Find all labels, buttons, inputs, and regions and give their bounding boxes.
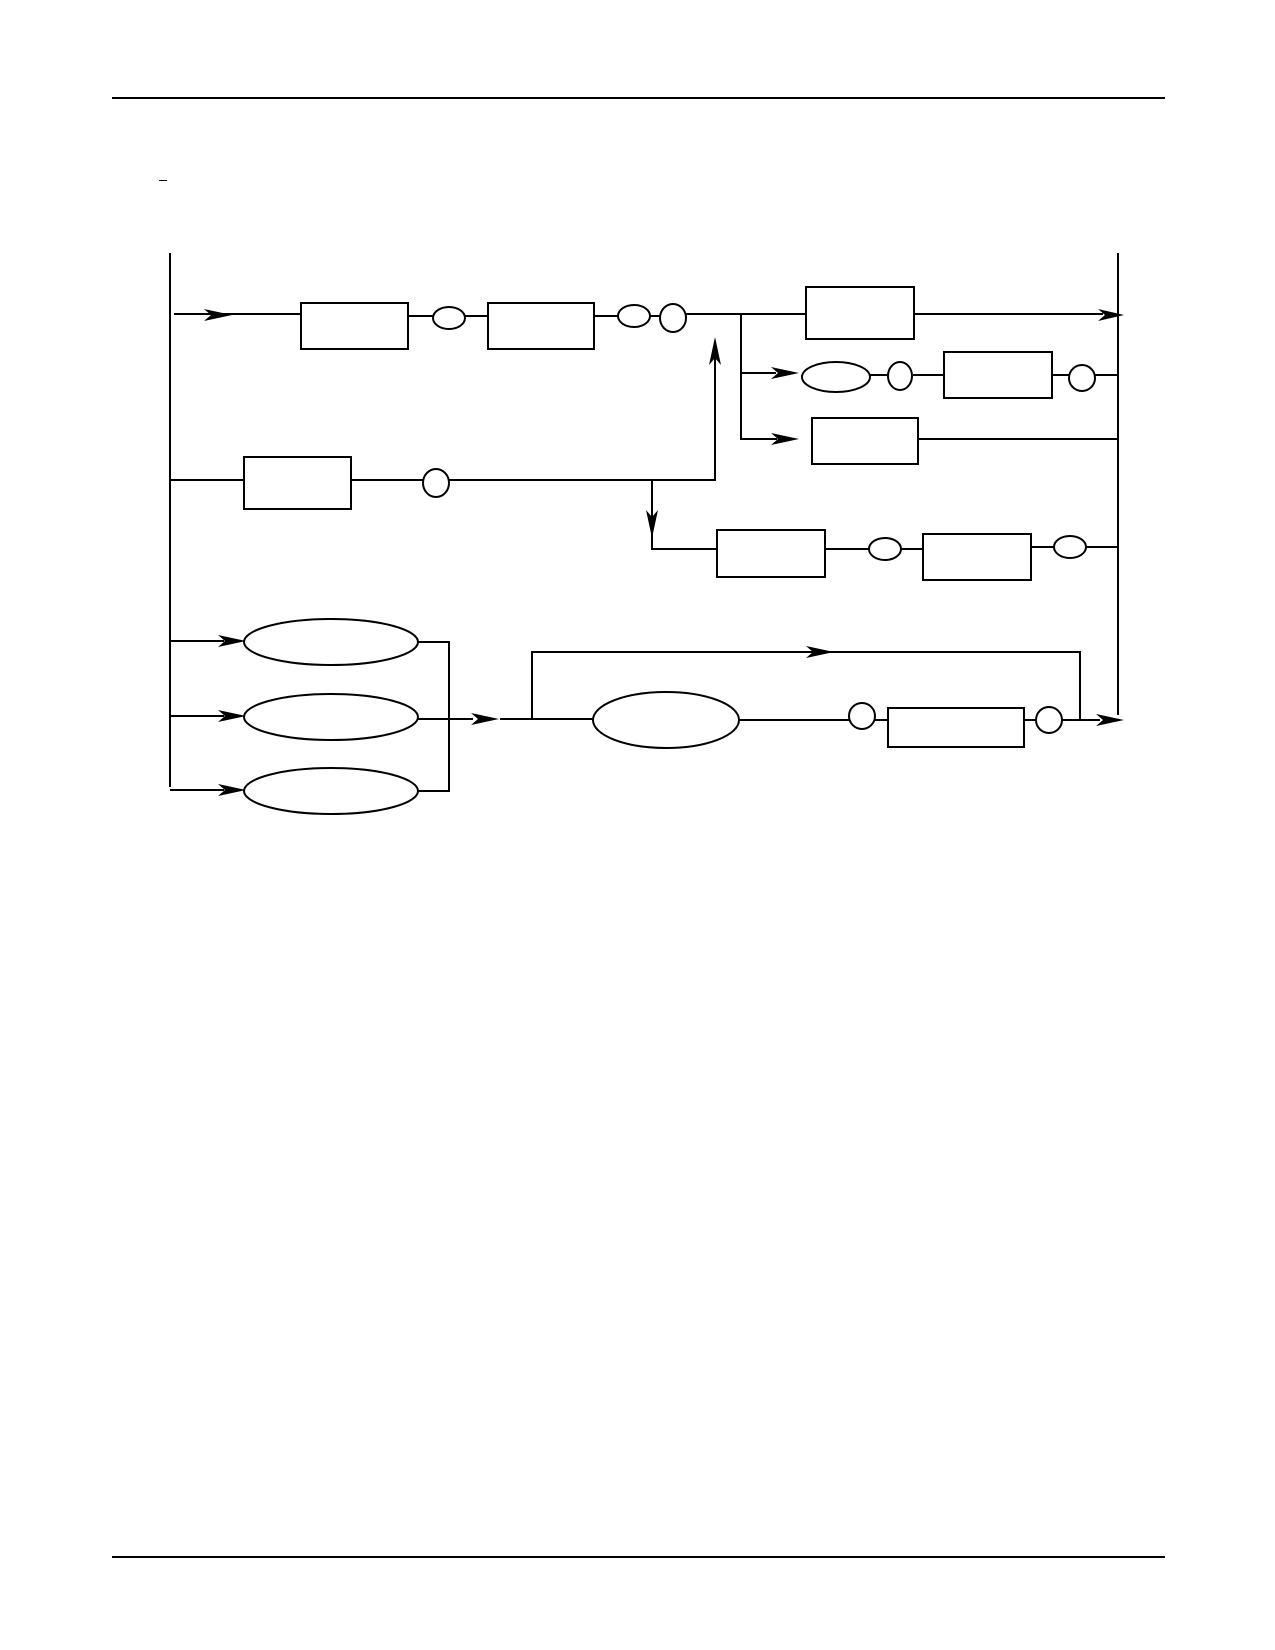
header-rule <box>112 97 1165 99</box>
input-ellipse <box>243 767 419 815</box>
connector-lines <box>169 253 1119 792</box>
process-boxes <box>243 286 1053 748</box>
caption-dash-mark <box>159 180 167 181</box>
arrowhead-right <box>806 646 834 658</box>
small-circle-node <box>848 702 876 730</box>
arrowhead-down <box>646 510 658 538</box>
arrowhead-right <box>218 710 246 722</box>
footer-rule <box>112 1556 1165 1558</box>
arrowhead-right <box>218 635 246 647</box>
small-circle-node <box>659 303 687 333</box>
process-box <box>300 302 409 350</box>
small-circle-node <box>1068 364 1096 392</box>
merge-line <box>418 641 450 792</box>
process-box <box>811 417 919 465</box>
arrowhead-right <box>471 713 499 725</box>
arrowhead-right <box>771 433 799 445</box>
process-box <box>887 707 1025 748</box>
small-oval-node <box>868 537 902 561</box>
process-box <box>243 456 352 510</box>
arrowhead-up <box>709 337 721 365</box>
oval-node <box>801 361 871 393</box>
decision-nodes <box>243 303 1096 815</box>
small-oval-node <box>432 306 466 330</box>
arrowhead-right <box>1098 309 1124 321</box>
feedback-line <box>449 352 716 481</box>
arrowhead-right <box>218 784 246 796</box>
process-box <box>805 286 915 340</box>
arrowhead-right <box>1096 714 1124 726</box>
input-ellipse <box>243 618 419 666</box>
small-circle-node <box>422 468 450 498</box>
small-circle-node <box>887 361 913 391</box>
large-ellipse-node <box>592 691 740 749</box>
bypass-loop <box>531 651 1081 719</box>
process-box <box>716 529 826 578</box>
process-box <box>922 533 1032 581</box>
small-oval-node <box>617 304 651 328</box>
input-ellipse <box>243 693 419 741</box>
branch-line <box>740 314 777 440</box>
small-circle-node <box>1035 706 1063 734</box>
process-box <box>943 351 1053 399</box>
small-oval-node <box>1053 535 1087 559</box>
arrowhead-right <box>771 367 799 379</box>
process-box <box>487 302 595 350</box>
connector-line <box>651 532 717 550</box>
arrowhead-right <box>204 309 232 321</box>
arrowheads <box>204 309 1124 796</box>
